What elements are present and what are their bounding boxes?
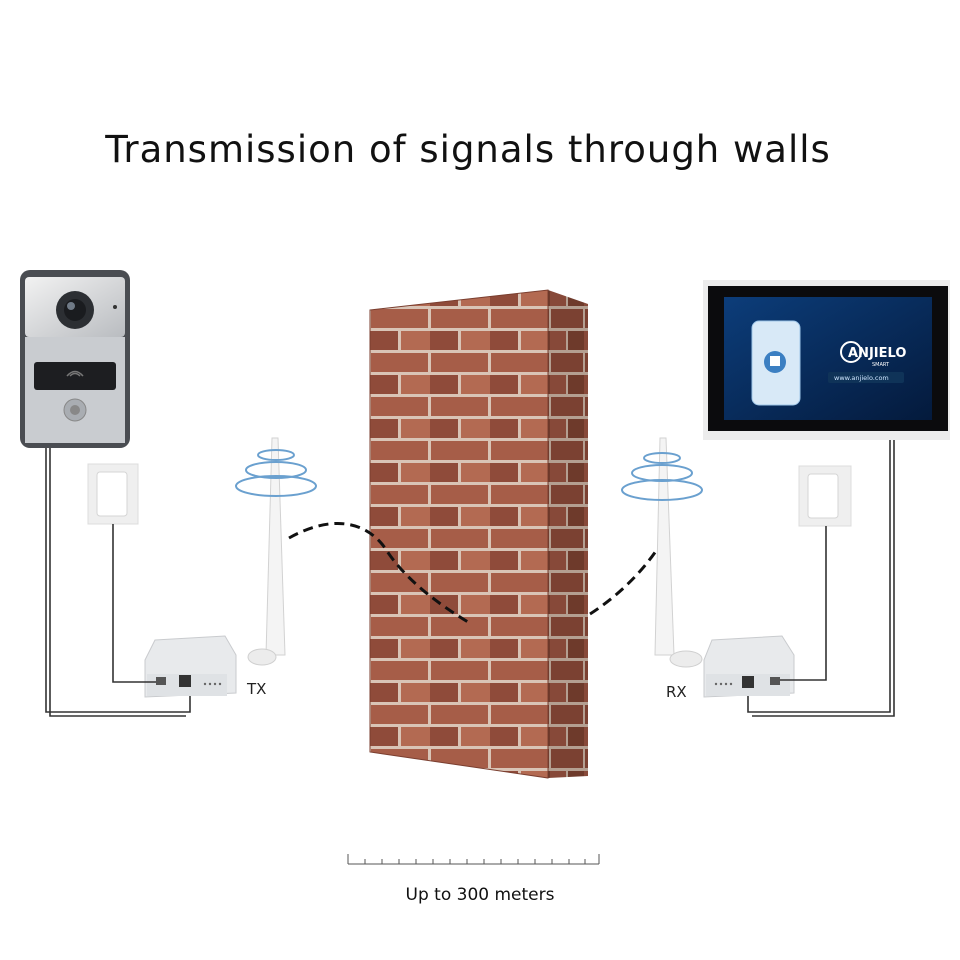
phone-icon [751, 320, 801, 406]
camera-lens-icon [56, 291, 94, 329]
monitor-brand-sub: SMART [872, 362, 890, 368]
distance-ruler [347, 854, 600, 865]
power-adapter-left [87, 463, 139, 525]
page-title: Transmission of signals through walls [105, 128, 831, 171]
monitor-url: www.anjielo.com [834, 374, 889, 382]
rx-label: RX [666, 683, 687, 701]
tx-signal-waves-icon [235, 449, 317, 497]
rx-signal-waves-icon [621, 452, 703, 501]
bell-button-icon [63, 398, 87, 422]
monitor-brand: ANJIELO [848, 346, 906, 361]
brick-wall [369, 289, 588, 779]
tx-label: TX [246, 680, 266, 698]
cables [45, 440, 895, 717]
rx-module [703, 635, 795, 698]
rfid-icon [66, 370, 84, 377]
tx-module [144, 635, 237, 698]
tx-antenna [247, 437, 286, 666]
power-adapter-right [798, 465, 852, 527]
distance-label: Up to 300 meters [406, 885, 555, 905]
signal-path-right [589, 547, 660, 616]
signal-path [288, 522, 469, 624]
doorbell-camera [20, 270, 130, 448]
rx-antenna [654, 437, 703, 668]
indoor-monitor: ANJIELO SMART www.anjielo.com [703, 280, 950, 440]
